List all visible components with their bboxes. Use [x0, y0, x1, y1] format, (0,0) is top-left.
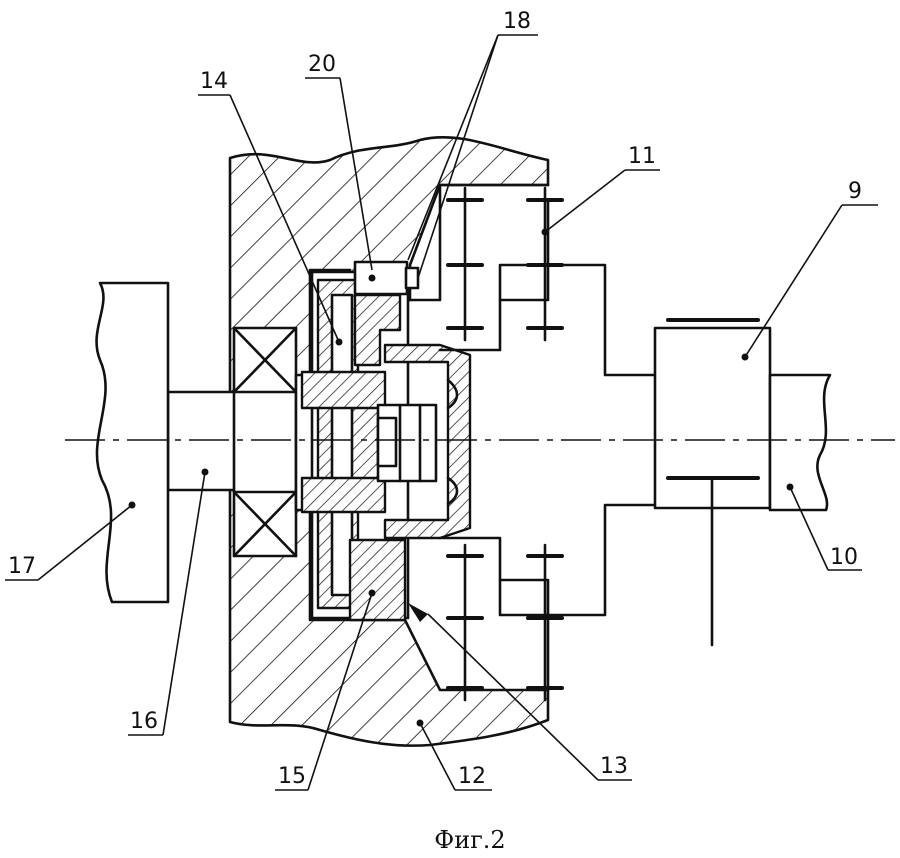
carrier: [383, 343, 472, 540]
label-12: 12: [458, 764, 486, 789]
label-10: 10: [830, 545, 858, 570]
label-14: 14: [200, 69, 228, 94]
label-17: 17: [8, 554, 36, 579]
label-11: 11: [628, 144, 656, 169]
bearing-box: [232, 326, 298, 558]
element-18-box: [404, 266, 420, 290]
figure-caption: Фиг.2: [434, 826, 505, 854]
label-9: 9: [848, 179, 862, 204]
leader-lines: [5, 34, 878, 791]
wheel-17: [95, 281, 170, 604]
housing-12: [228, 136, 550, 747]
label-13: 13: [600, 754, 628, 779]
element-20: [353, 260, 409, 296]
member-15: [348, 538, 407, 622]
label-15: 15: [278, 764, 306, 789]
arrow-13: [408, 603, 428, 622]
label-20: 20: [308, 52, 336, 77]
shaft-16: [166, 390, 238, 492]
gear-train-11: [408, 183, 657, 702]
shaft-10: [768, 373, 832, 512]
disk-hub: [300, 370, 387, 410]
label-18: 18: [503, 9, 531, 34]
label-16: 16: [130, 709, 158, 734]
